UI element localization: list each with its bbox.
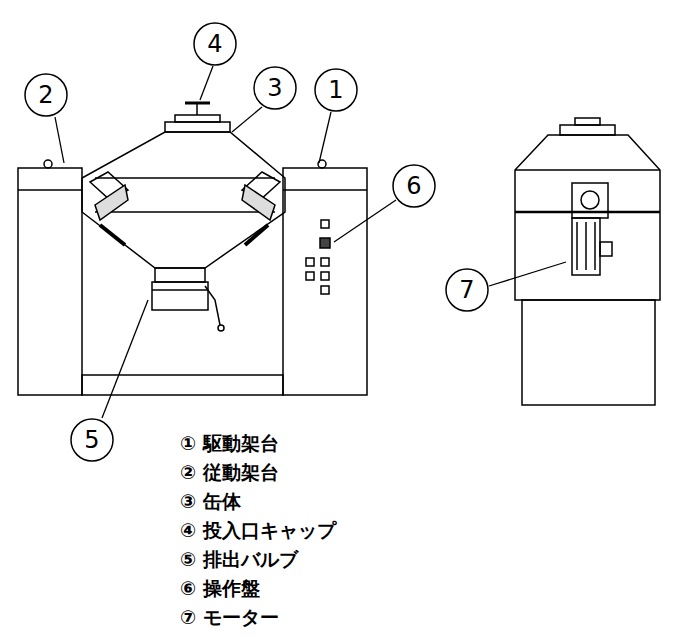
callout-circle: 4 [193, 22, 237, 66]
side-cap [560, 125, 615, 135]
side-cap [575, 118, 600, 125]
housing-band [515, 211, 660, 214]
callout-number: 7 [459, 278, 474, 302]
callout-number: 1 [328, 78, 343, 102]
button [321, 258, 329, 266]
callout-outline [25, 74, 67, 116]
valve [152, 282, 208, 310]
leader-line [334, 200, 396, 242]
callout-circle: 3 [253, 66, 297, 110]
callout-circle: 2 [24, 73, 68, 117]
side-base [522, 300, 655, 405]
bracket [100, 225, 125, 245]
motor-fin [585, 222, 587, 270]
part-name: ⑥ 操作盤 [180, 577, 260, 600]
part-name: ① 駆動架台 [180, 432, 279, 455]
drive-frame [283, 168, 367, 395]
vessel-seam [95, 177, 275, 179]
housing-line [515, 169, 660, 171]
valve-line [152, 289, 208, 291]
part-name: ④ 投入口キャップ [180, 519, 336, 542]
callout-outline [71, 419, 113, 461]
leader-line [200, 66, 213, 100]
leader-line [319, 112, 331, 163]
callout-number: 3 [267, 76, 282, 100]
callout-outline [194, 23, 236, 65]
part-name: ⑦ モーター [180, 606, 279, 629]
callout-outline [315, 69, 357, 111]
button [321, 220, 329, 228]
callout-number: 6 [406, 174, 421, 198]
callout-outline [446, 269, 488, 311]
bracket [245, 225, 268, 245]
side-housing [515, 135, 660, 300]
button [320, 238, 330, 248]
inlet-cap [175, 115, 220, 122]
callout-circle: 1 [314, 68, 358, 112]
part-name: ③ 缶体 [180, 490, 241, 513]
button [306, 258, 314, 266]
part-name: ② 従動架台 [180, 461, 279, 484]
outlet-neck [155, 268, 205, 282]
motor [572, 218, 600, 275]
leader-line [232, 107, 262, 132]
leader-line [489, 262, 566, 286]
vessel [82, 132, 285, 268]
driven-frame [18, 168, 82, 395]
button [321, 272, 329, 280]
frame-line [18, 189, 82, 191]
valve-chain [218, 325, 224, 331]
motor-fin [576, 222, 578, 270]
button [306, 272, 314, 280]
leader-line [55, 117, 64, 163]
callout-circle: 5 [70, 418, 114, 462]
handle [196, 103, 198, 115]
lift-eye [44, 160, 52, 168]
terminal-box [600, 242, 612, 256]
callout-circle: 6 [392, 164, 436, 208]
vessel-seam [95, 211, 275, 213]
callout-number: 2 [38, 83, 53, 107]
callout-outline [393, 165, 435, 207]
gearbox [572, 183, 608, 218]
motor-fin [594, 222, 596, 270]
gearbox [581, 191, 599, 209]
leader-line [102, 300, 148, 418]
valve-chain [205, 286, 220, 325]
callout-number: 5 [84, 428, 99, 452]
callout-circle: 7 [445, 268, 489, 312]
inlet [165, 122, 230, 132]
bearing [242, 185, 275, 220]
button [321, 286, 329, 294]
callout-number: 4 [207, 32, 222, 56]
callout-outline [254, 67, 296, 109]
frame-line [283, 189, 367, 191]
part-name: ⑤ 排出バルブ [180, 548, 298, 571]
handle [185, 102, 210, 105]
bearing [95, 185, 128, 220]
